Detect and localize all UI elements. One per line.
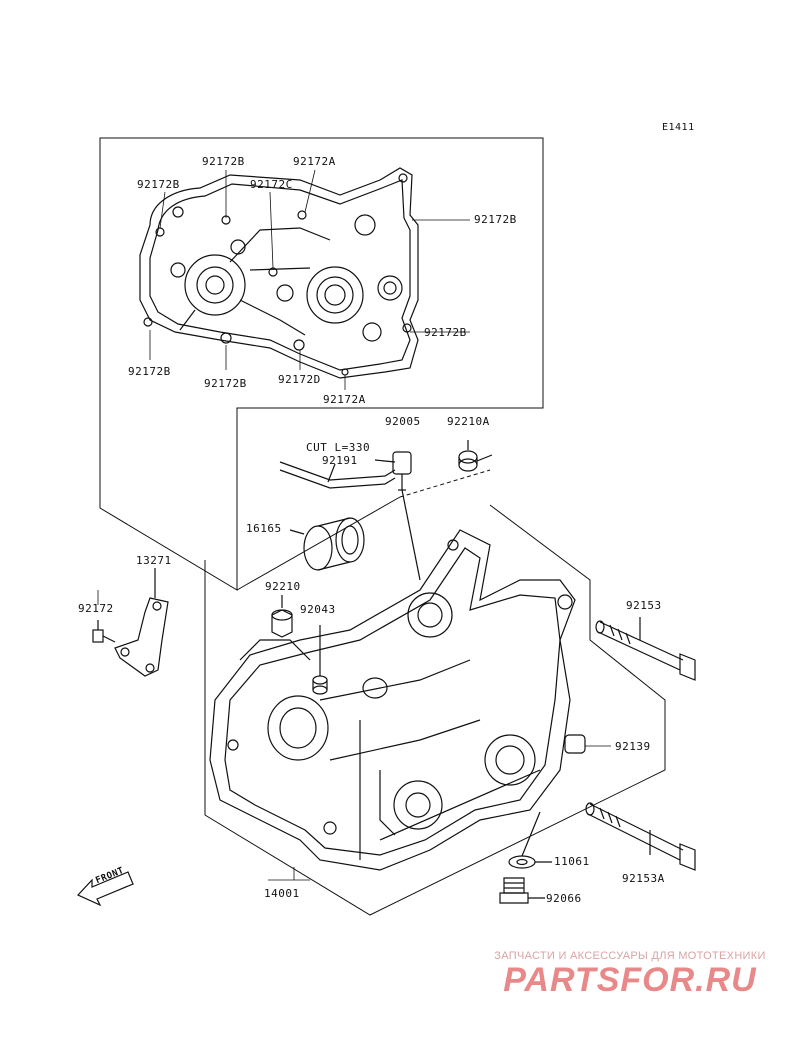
part-label[interactable]: 92191	[322, 454, 358, 467]
part-label[interactable]: 16165	[246, 522, 282, 535]
watermark: ЗАПЧАСТИ И АКСЕССУАРЫ ДЛЯ МОТОТЕХНИКИ PA…	[470, 950, 790, 998]
part-label[interactable]: 92210A	[447, 415, 490, 428]
part-label[interactable]: 92172B	[137, 178, 180, 191]
bolt-top	[595, 617, 696, 681]
part-label[interactable]: 92005	[385, 415, 421, 428]
part-label[interactable]: 92153A	[622, 872, 665, 885]
crankcase-gasket	[139, 167, 419, 379]
oil-fitting	[392, 451, 421, 581]
bracket	[114, 568, 169, 677]
part-label[interactable]: 92139	[615, 740, 651, 753]
part-label[interactable]: 92043	[300, 603, 336, 616]
part-label[interactable]: 92172	[78, 602, 114, 615]
part-label[interactable]: 92066	[546, 892, 582, 905]
watermark-caption: ЗАПЧАСТИ И АКСЕССУАРЫ ДЛЯ МОТОТЕХНИКИ	[494, 950, 766, 962]
part-label[interactable]: 92172B	[204, 377, 247, 390]
plug-nut	[458, 440, 493, 472]
crankcase-body	[209, 529, 586, 871]
bearing	[289, 517, 365, 571]
part-label[interactable]: 11061	[554, 855, 590, 868]
cut-length-note: CUT L=330	[306, 441, 371, 454]
bolt-bottom	[585, 802, 696, 871]
diagram-code: E1411	[662, 122, 695, 133]
washer	[508, 811, 552, 869]
part-label[interactable]: 92210	[265, 580, 301, 593]
part-label[interactable]: 92172A	[323, 393, 366, 406]
screw	[92, 620, 116, 643]
part-label[interactable]: 92172B	[202, 155, 245, 168]
part-label[interactable]: 92172D	[278, 373, 321, 386]
nut	[271, 595, 293, 638]
part-label[interactable]: 92172B	[424, 326, 467, 339]
cover-leaders	[149, 169, 470, 390]
part-label[interactable]: 92172B	[474, 213, 517, 226]
dowel-pin	[312, 625, 328, 695]
watermark-logo: PARTSFOR.RU	[503, 961, 757, 999]
front-arrow	[76, 871, 134, 907]
part-label[interactable]: 92172C	[250, 178, 293, 191]
part-label[interactable]: 14001	[264, 887, 300, 900]
case-frame	[204, 504, 666, 916]
part-label[interactable]: 92153	[626, 599, 662, 612]
drain-bolt	[499, 877, 545, 904]
part-label[interactable]: 92172B	[128, 365, 171, 378]
part-label[interactable]: 92172A	[293, 155, 336, 168]
oil-hose	[279, 459, 396, 489]
cover-frame	[99, 137, 544, 591]
case-leaders	[97, 590, 611, 881]
part-label[interactable]: 13271	[136, 554, 172, 567]
